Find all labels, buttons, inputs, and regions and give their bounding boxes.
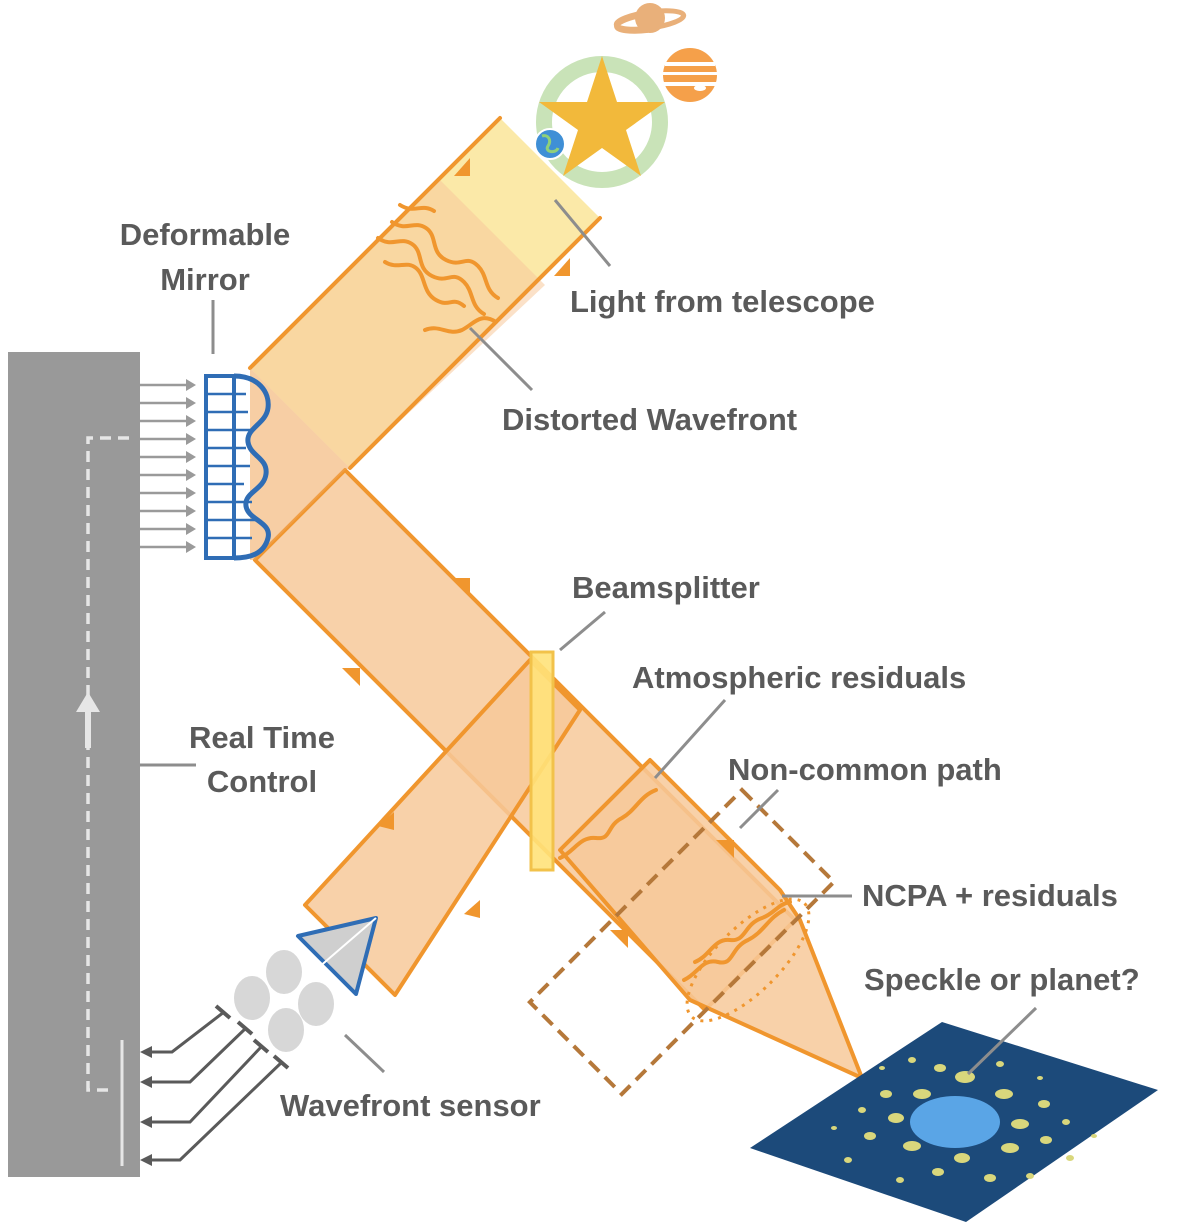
label-speckle-or-planet: Speckle or planet?	[864, 962, 1140, 997]
label-beamsplitter: Beamsplitter	[572, 570, 760, 605]
label-real-time-control-2: Control	[207, 764, 317, 799]
saturn-icon	[613, 3, 687, 34]
leader-light	[553, 199, 612, 267]
leader-wfs	[343, 1033, 386, 1074]
jupiter-icon	[663, 48, 717, 102]
label-non-common-path: Non-common path	[728, 752, 1002, 787]
deformable-mirror	[204, 373, 271, 561]
sensor-beam	[303, 658, 582, 997]
incoming-beam	[248, 116, 602, 470]
beamsplitter-plate	[529, 650, 555, 872]
actuator-arrows	[140, 379, 196, 553]
science-beam	[558, 758, 864, 1080]
distorted-wavefront-lines	[376, 203, 500, 334]
non-common-path-box	[527, 787, 837, 1097]
label-distorted-wavefront: Distorted Wavefront	[502, 402, 797, 437]
leader-non-common	[738, 788, 780, 830]
up-arrow-icon	[76, 692, 100, 712]
leader-atmospheric	[653, 698, 727, 780]
star-icon	[539, 56, 665, 176]
label-deformable-mirror-1: Deformable	[120, 217, 291, 252]
earth-icon	[534, 128, 566, 160]
label-atmospheric-residuals: Atmospheric residuals	[632, 660, 966, 695]
label-ncpa-residuals: NCPA + residuals	[862, 878, 1118, 913]
label-light-from-telescope: Light from telescope	[570, 284, 875, 319]
label-real-time-control-1: Real Time	[189, 720, 335, 755]
real-time-control-box	[8, 352, 140, 1177]
ncpa-ellipse	[685, 897, 811, 1023]
wavefront-sensor	[120, 916, 378, 1166]
label-deformable-mirror-2: Mirror	[160, 262, 250, 297]
leader-beamsplitter	[559, 610, 606, 652]
leader-speckle	[966, 1006, 1038, 1076]
prism-icon	[296, 916, 378, 996]
focal-plane-detector	[750, 1022, 1158, 1222]
leader-distorted-wavefront	[468, 326, 534, 392]
label-wavefront-sensor: Wavefront sensor	[280, 1088, 541, 1123]
